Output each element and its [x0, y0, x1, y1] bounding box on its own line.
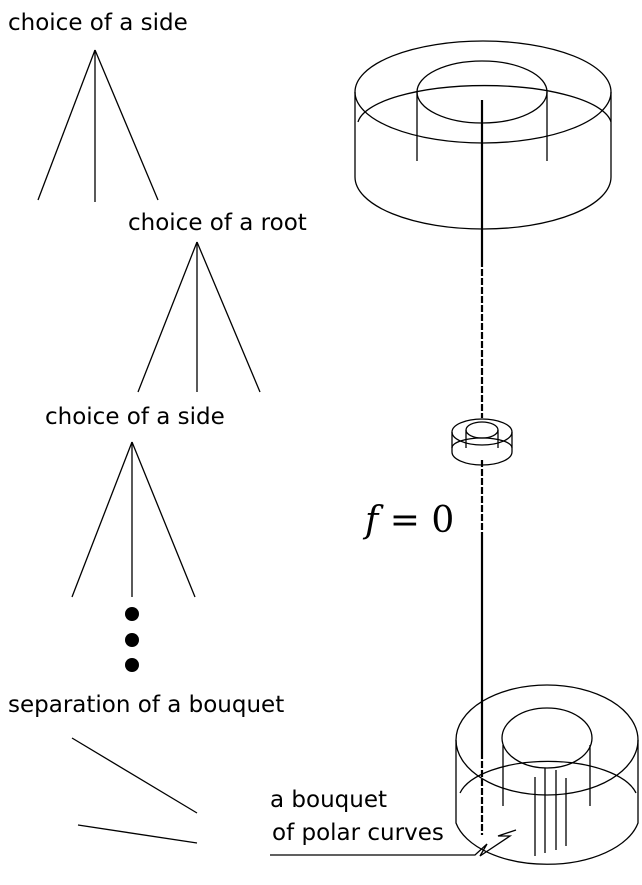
middle-small-annulus — [451, 418, 513, 466]
equation-operator: = — [378, 500, 431, 541]
ellipsis-dots — [125, 607, 139, 672]
bouquet-curves — [534, 768, 567, 856]
tree-level-1 — [37, 49, 159, 202]
decision-tree: choice of a side choice of a root choice… — [8, 10, 307, 844]
annotation-pointer — [270, 829, 517, 857]
label-a-bouquet: a bouquet — [270, 787, 387, 813]
separating-lines — [71, 737, 198, 844]
label-choice-of-a-root: choice of a root — [128, 210, 307, 236]
label-of-polar-curves: of polar curves — [272, 820, 444, 846]
label-choice-of-a-side-2: choice of a side — [45, 404, 225, 430]
tree-level-3 — [71, 441, 196, 598]
equation-f-equals-0: f = 0 — [355, 492, 465, 542]
bouquet-annotation: a bouquet of polar curves — [270, 787, 517, 857]
svg-text:f = 0: f = 0 — [362, 500, 454, 541]
equation-rhs: 0 — [431, 500, 454, 541]
label-separation-of-a-bouquet: separation of a bouquet — [8, 692, 284, 718]
label-choice-of-a-side-top: choice of a side — [8, 10, 188, 36]
tree-level-2 — [137, 241, 261, 393]
bottom-annulus — [455, 684, 639, 865]
